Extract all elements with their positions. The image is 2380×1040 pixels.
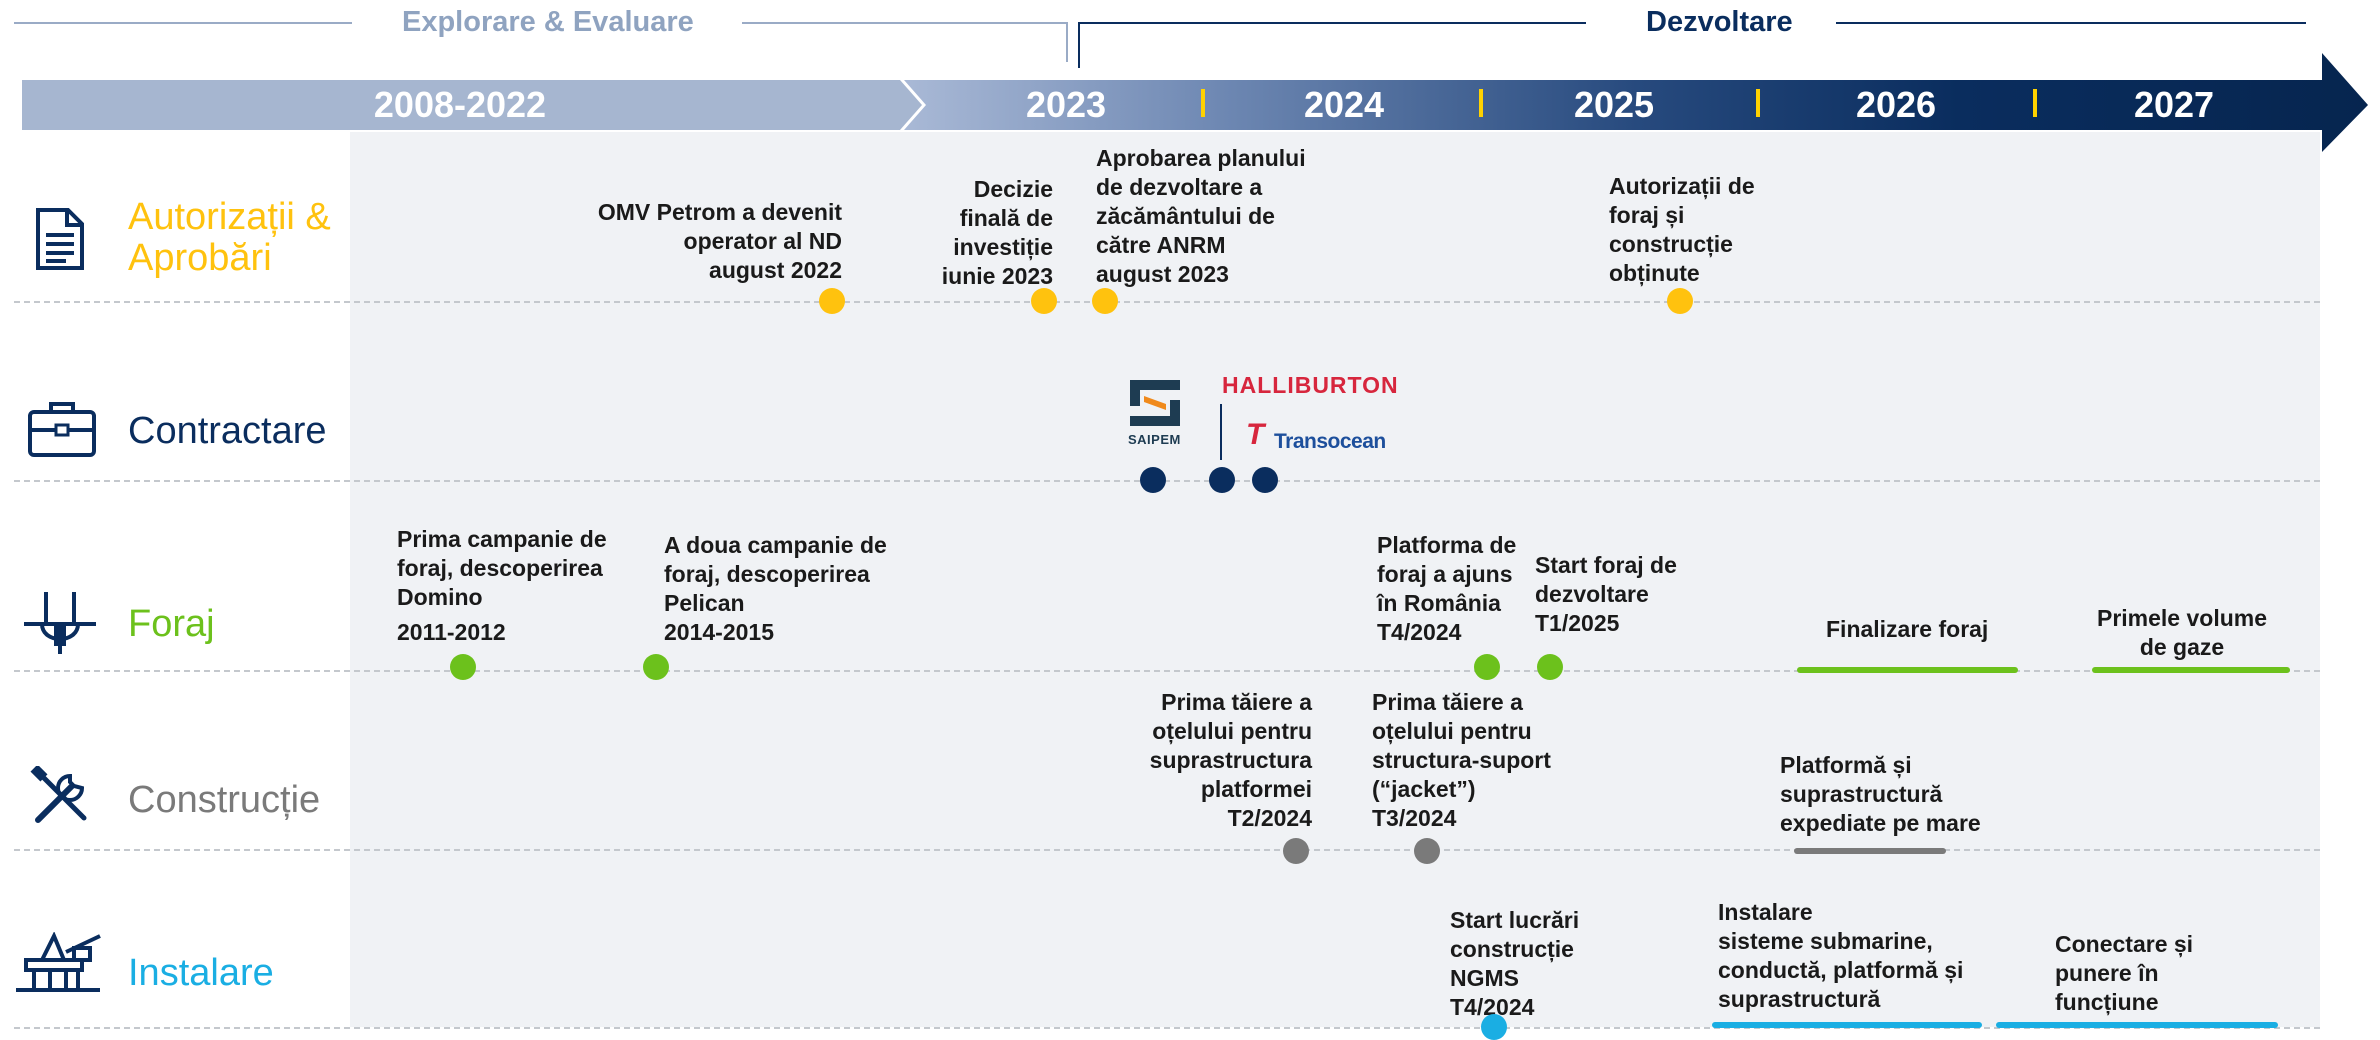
event-cons-topside: Prima tăiere a oțelului pentru suprastru… [1149,689,1312,831]
event-drill-finish: Finalizare foraj [1826,616,1989,642]
milestone-dot [1092,288,1118,314]
milestone-dot [1414,838,1440,864]
event-drill-start: Start foraj de dezvoltare T1/2025 [1535,552,1677,636]
phase-header-develop-line-left [1078,22,1586,24]
logo-divider [1220,404,1222,460]
milestone-dot [1031,288,1057,314]
milestone-dot [1481,1014,1507,1040]
platform-icon [16,932,101,992]
phase-header-explore-line-left [14,22,352,24]
period-bar [2092,667,2290,673]
year-separator [2033,89,2037,117]
drill-rig-icon [24,592,96,654]
year-2008-2022: 2008-2022 [373,84,547,125]
milestone-dot [1140,467,1166,493]
milestone-dot [1667,288,1693,314]
period-bar [1794,848,1946,854]
year-2025: 2025 [1573,84,1655,125]
phase-header-develop-tick [1078,22,1080,68]
event-drill-first-gas: Primele volume de gaze [2096,605,2268,660]
event-auth-fid: Decizie finală de investiție iunie 2023 [941,176,1053,289]
phase-header-explore: Explorare & Evaluare [402,6,694,38]
event-drill-rig-arrived: Platforma de foraj a ajuns în România T4… [1377,532,1517,645]
year-separator [1479,89,1483,117]
tools-icon [30,766,87,823]
milestone-dot [1474,654,1500,680]
period-bar [1996,1022,2278,1028]
period-bar [1712,1022,1982,1028]
year-2026: 2026 [1855,84,1937,125]
row-label-installation: Instalare [128,952,274,994]
phase-header-explore-tick [1066,22,1068,62]
timeline-panel [350,132,2320,1027]
event-inst-subsea: Instalare sisteme submarine, conductă, p… [1718,899,1964,1012]
saipem-logo [1130,380,1180,426]
row-label-contracting: Contractare [128,410,327,452]
phase-header-explore-line-right [742,22,1068,24]
event-inst-connect: Conectare și punere în funcțiune [2055,931,2194,1015]
timeline-banner [22,53,2368,152]
phase-header-develop-line-right [1836,22,2306,24]
event-drill-first-date: 2011-2012 [397,619,506,645]
briefcase-icon [28,402,96,457]
document-icon [36,208,84,270]
event-inst-ngms: Start lucrări construcție NGMS T4/2024 [1450,907,1580,1020]
event-auth-plan: Aprobarea planului de dezvoltare a zăcăm… [1096,145,1306,287]
row-label-construction: Construcție [128,779,321,821]
row-label-drilling: Foraj [128,603,215,645]
row-divider [14,480,2320,482]
event-auth-permits: Autorizații de foraj și construcție obți… [1609,173,1755,286]
year-2027: 2027 [2133,84,2215,125]
event-drill-second: A doua campanie de foraj, descoperirea P… [664,532,887,645]
saipem-logo-text: SAIPEM [1128,432,1181,447]
milestone-dot [819,288,845,314]
milestone-dot [1252,467,1278,493]
timeline-banner-explore [22,80,922,130]
halliburton-logo: HALLIBURTON [1222,372,1399,398]
year-separator [1756,89,1760,117]
year-separator [1201,89,1205,117]
row-label-authorizations: Autorizații & Aprobări [128,196,331,279]
row-divider [14,1027,2320,1029]
row-divider [14,670,2320,672]
milestone-dot [1537,654,1563,680]
event-drill-first: Prima campanie de foraj, descoperirea Do… [397,526,607,610]
event-auth-operator: OMV Petrom a devenit operator al ND augu… [597,199,842,283]
transocean-logo-mark: T [1246,418,1265,451]
event-cons-jacket: Prima tăiere a oțelului pentru structura… [1372,689,1551,831]
milestone-dot [643,654,669,680]
event-cons-shipped: Platformă și suprastructură expediate pe… [1780,752,1981,836]
milestone-dot [450,654,476,680]
period-bar [1797,667,2018,673]
milestone-dot [1209,467,1235,493]
timeline-banner-develop [904,53,2368,152]
row-divider [14,301,2320,303]
row-divider [14,849,2320,851]
phase-header-develop: Dezvoltare [1646,6,1793,38]
transocean-logo: Transocean [1274,430,1386,453]
milestone-dot [1283,838,1309,864]
year-2023: 2023 [1025,84,1107,125]
year-2024: 2024 [1303,84,1385,125]
